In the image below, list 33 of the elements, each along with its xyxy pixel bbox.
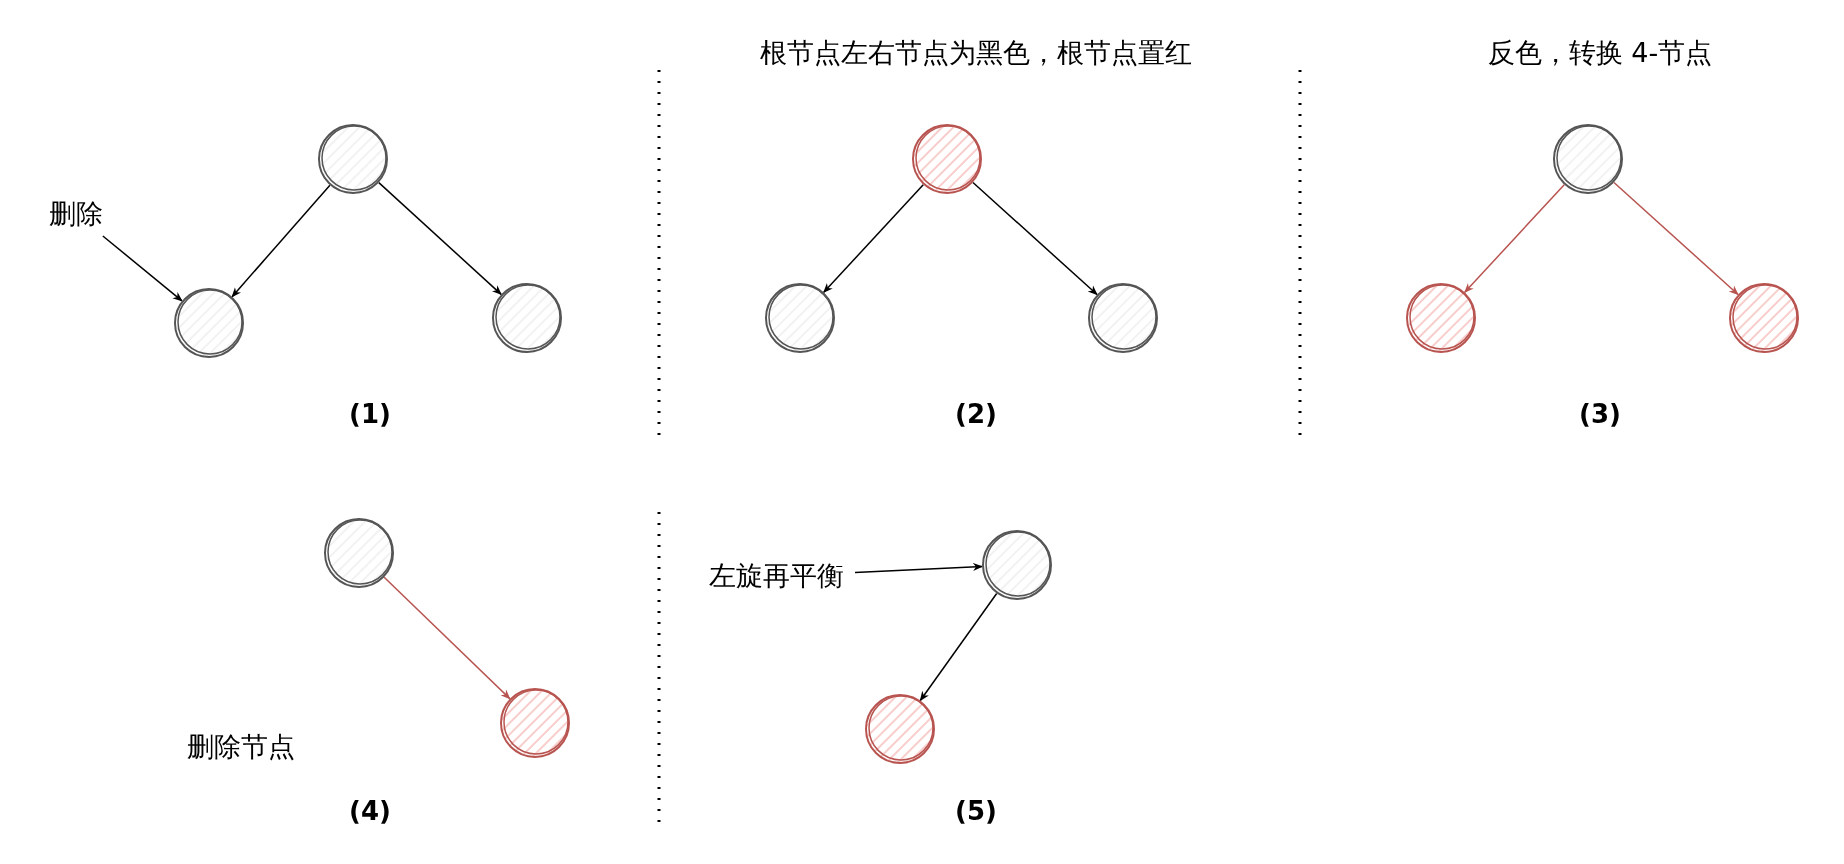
tree-node-circle xyxy=(981,529,1053,601)
panel-number: (1) xyxy=(349,399,391,429)
tree-node-circle xyxy=(491,282,563,354)
tree-node-circle xyxy=(911,123,983,195)
tree-node-circle xyxy=(764,282,836,354)
tree-node-circle xyxy=(1728,282,1800,354)
arrow xyxy=(1613,181,1739,296)
caption-text: 删除节点 xyxy=(187,730,295,764)
tree-node-circle xyxy=(864,693,936,765)
panel-number: (4) xyxy=(349,796,391,826)
arrow xyxy=(972,181,1098,296)
arrow xyxy=(854,563,984,574)
panel-heading: 根节点左右节点为黑色，根节点置红 xyxy=(760,36,1192,70)
panel-number: (2) xyxy=(955,399,997,429)
arrow xyxy=(102,235,183,302)
tree-node-circle xyxy=(323,517,395,589)
panel-number: (5) xyxy=(955,796,997,826)
tree-node-circle xyxy=(1087,282,1159,354)
annotation-text: 左旋再平衡 xyxy=(701,557,851,595)
tree-node-circle xyxy=(499,687,571,759)
arrow xyxy=(823,183,924,294)
arrow xyxy=(378,181,502,296)
tree-node-circle xyxy=(173,287,245,359)
arrow xyxy=(1464,183,1565,294)
tree-node-circle xyxy=(1552,123,1624,195)
panel-number: (3) xyxy=(1579,399,1621,429)
arrow xyxy=(919,592,998,702)
arrow xyxy=(231,184,331,298)
tree-node-circle xyxy=(317,123,389,195)
panel-heading: 反色，转换 4-节点 xyxy=(1487,36,1713,70)
tree-node-circle xyxy=(1405,282,1477,354)
annotation-text: 删除 xyxy=(44,196,108,232)
arrow xyxy=(383,576,511,700)
